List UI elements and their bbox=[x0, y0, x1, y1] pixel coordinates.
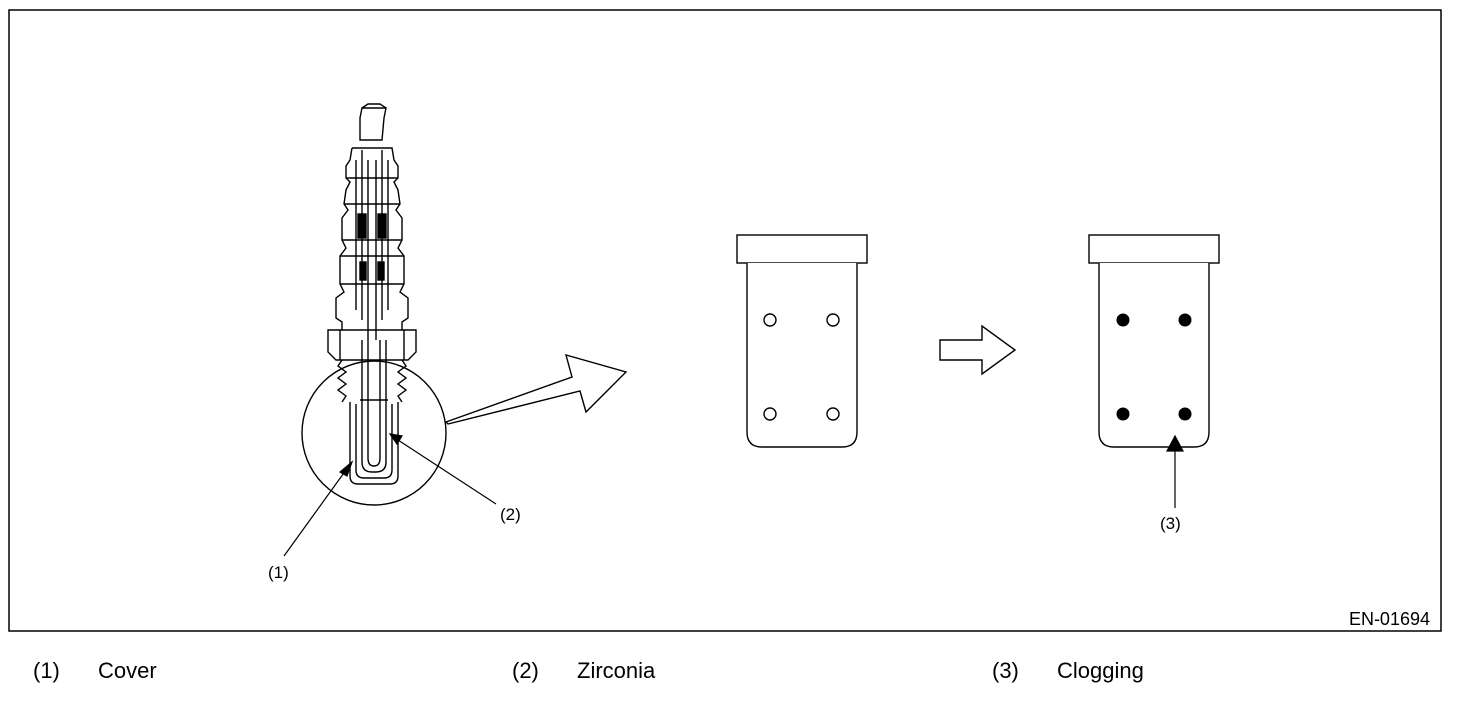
callout-3: (3) bbox=[1160, 514, 1181, 533]
callout-1: (1) bbox=[268, 563, 289, 582]
figure-code: EN-01694 bbox=[1349, 609, 1430, 629]
callout-2: (2) bbox=[500, 505, 521, 524]
vent-hole-clogged bbox=[1178, 407, 1192, 421]
vent-hole-clean bbox=[826, 407, 840, 421]
vent-hole-clogged bbox=[1178, 313, 1192, 327]
cover-clogged bbox=[1088, 234, 1220, 448]
legend-label: Clogging bbox=[1057, 658, 1144, 683]
vent-hole-clean bbox=[763, 313, 777, 327]
cover-clean bbox=[736, 234, 868, 448]
vent-hole-clogged bbox=[1116, 407, 1130, 421]
legend-number: (2) bbox=[512, 658, 539, 683]
figure-frame bbox=[8, 9, 1442, 632]
vent-hole-clogged bbox=[1116, 313, 1130, 327]
transition-arrow bbox=[939, 324, 1017, 376]
vent-hole-clean bbox=[763, 407, 777, 421]
legend-number: (3) bbox=[992, 658, 1019, 683]
legend-label: Cover bbox=[98, 658, 157, 683]
clogging-leader bbox=[1166, 434, 1184, 508]
vent-hole-clean bbox=[826, 313, 840, 327]
legend-label: Zirconia bbox=[577, 658, 656, 683]
callout-leaders bbox=[283, 433, 497, 557]
clogged-holes bbox=[1116, 313, 1192, 421]
zoom-arrow bbox=[444, 353, 628, 425]
oxygen-sensor bbox=[301, 103, 447, 506]
legend-number: (1) bbox=[33, 658, 60, 683]
